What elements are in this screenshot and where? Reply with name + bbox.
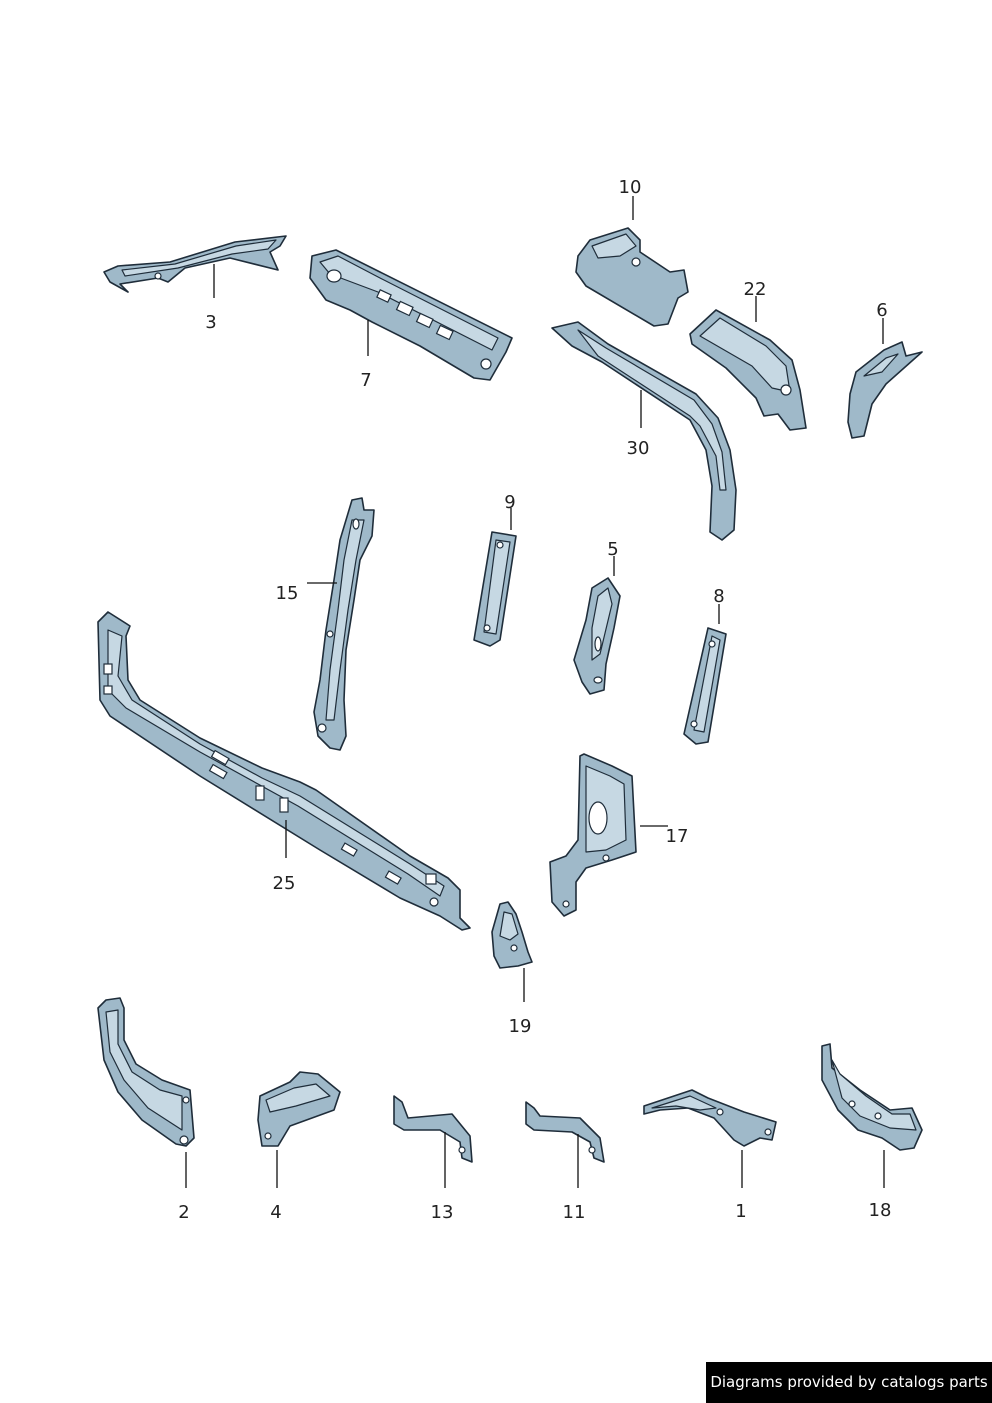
callout-13: 13 — [431, 1202, 454, 1223]
part-1 — [643, 1089, 777, 1147]
callout-7: 7 — [360, 370, 371, 391]
callout-4: 4 — [270, 1202, 281, 1223]
part-2 — [97, 997, 195, 1147]
part-4 — [257, 1071, 341, 1147]
leader-lines — [185, 196, 885, 1188]
part-5 — [573, 577, 621, 695]
callout-1: 1 — [735, 1201, 746, 1222]
credit-footer: Diagrams provided by catalogs parts — [706, 1362, 992, 1403]
callout-15: 15 — [276, 583, 299, 604]
callout-10: 10 — [619, 177, 642, 198]
part-11 — [525, 1101, 605, 1163]
part-10 — [575, 227, 689, 327]
callout-5: 5 — [607, 539, 618, 560]
part-3 — [103, 235, 287, 293]
part-22 — [689, 309, 807, 431]
part-19 — [491, 901, 533, 969]
callout-11: 11 — [563, 1202, 586, 1223]
part-17 — [549, 753, 637, 917]
part-6 — [847, 341, 923, 439]
part-8 — [683, 627, 727, 745]
part-25 — [97, 611, 471, 931]
callout-30: 30 — [627, 438, 650, 459]
part-30 — [551, 321, 737, 541]
callout-18: 18 — [869, 1200, 892, 1221]
part-15 — [313, 497, 375, 751]
callout-labels: 10 3 7 22 6 30 9 5 15 8 17 25 19 2 4 13 … — [178, 177, 891, 1223]
callout-8: 8 — [713, 586, 724, 607]
callout-25: 25 — [273, 873, 296, 894]
callout-19: 19 — [509, 1016, 532, 1037]
part-9 — [473, 531, 517, 647]
callout-22: 22 — [744, 279, 767, 300]
callout-6: 6 — [876, 300, 887, 321]
callout-2: 2 — [178, 1202, 189, 1223]
part-7 — [309, 249, 513, 381]
callout-17: 17 — [666, 826, 689, 847]
callout-3: 3 — [205, 312, 216, 333]
part-18 — [821, 1043, 923, 1151]
callout-9: 9 — [504, 492, 515, 513]
part-13 — [393, 1095, 473, 1163]
